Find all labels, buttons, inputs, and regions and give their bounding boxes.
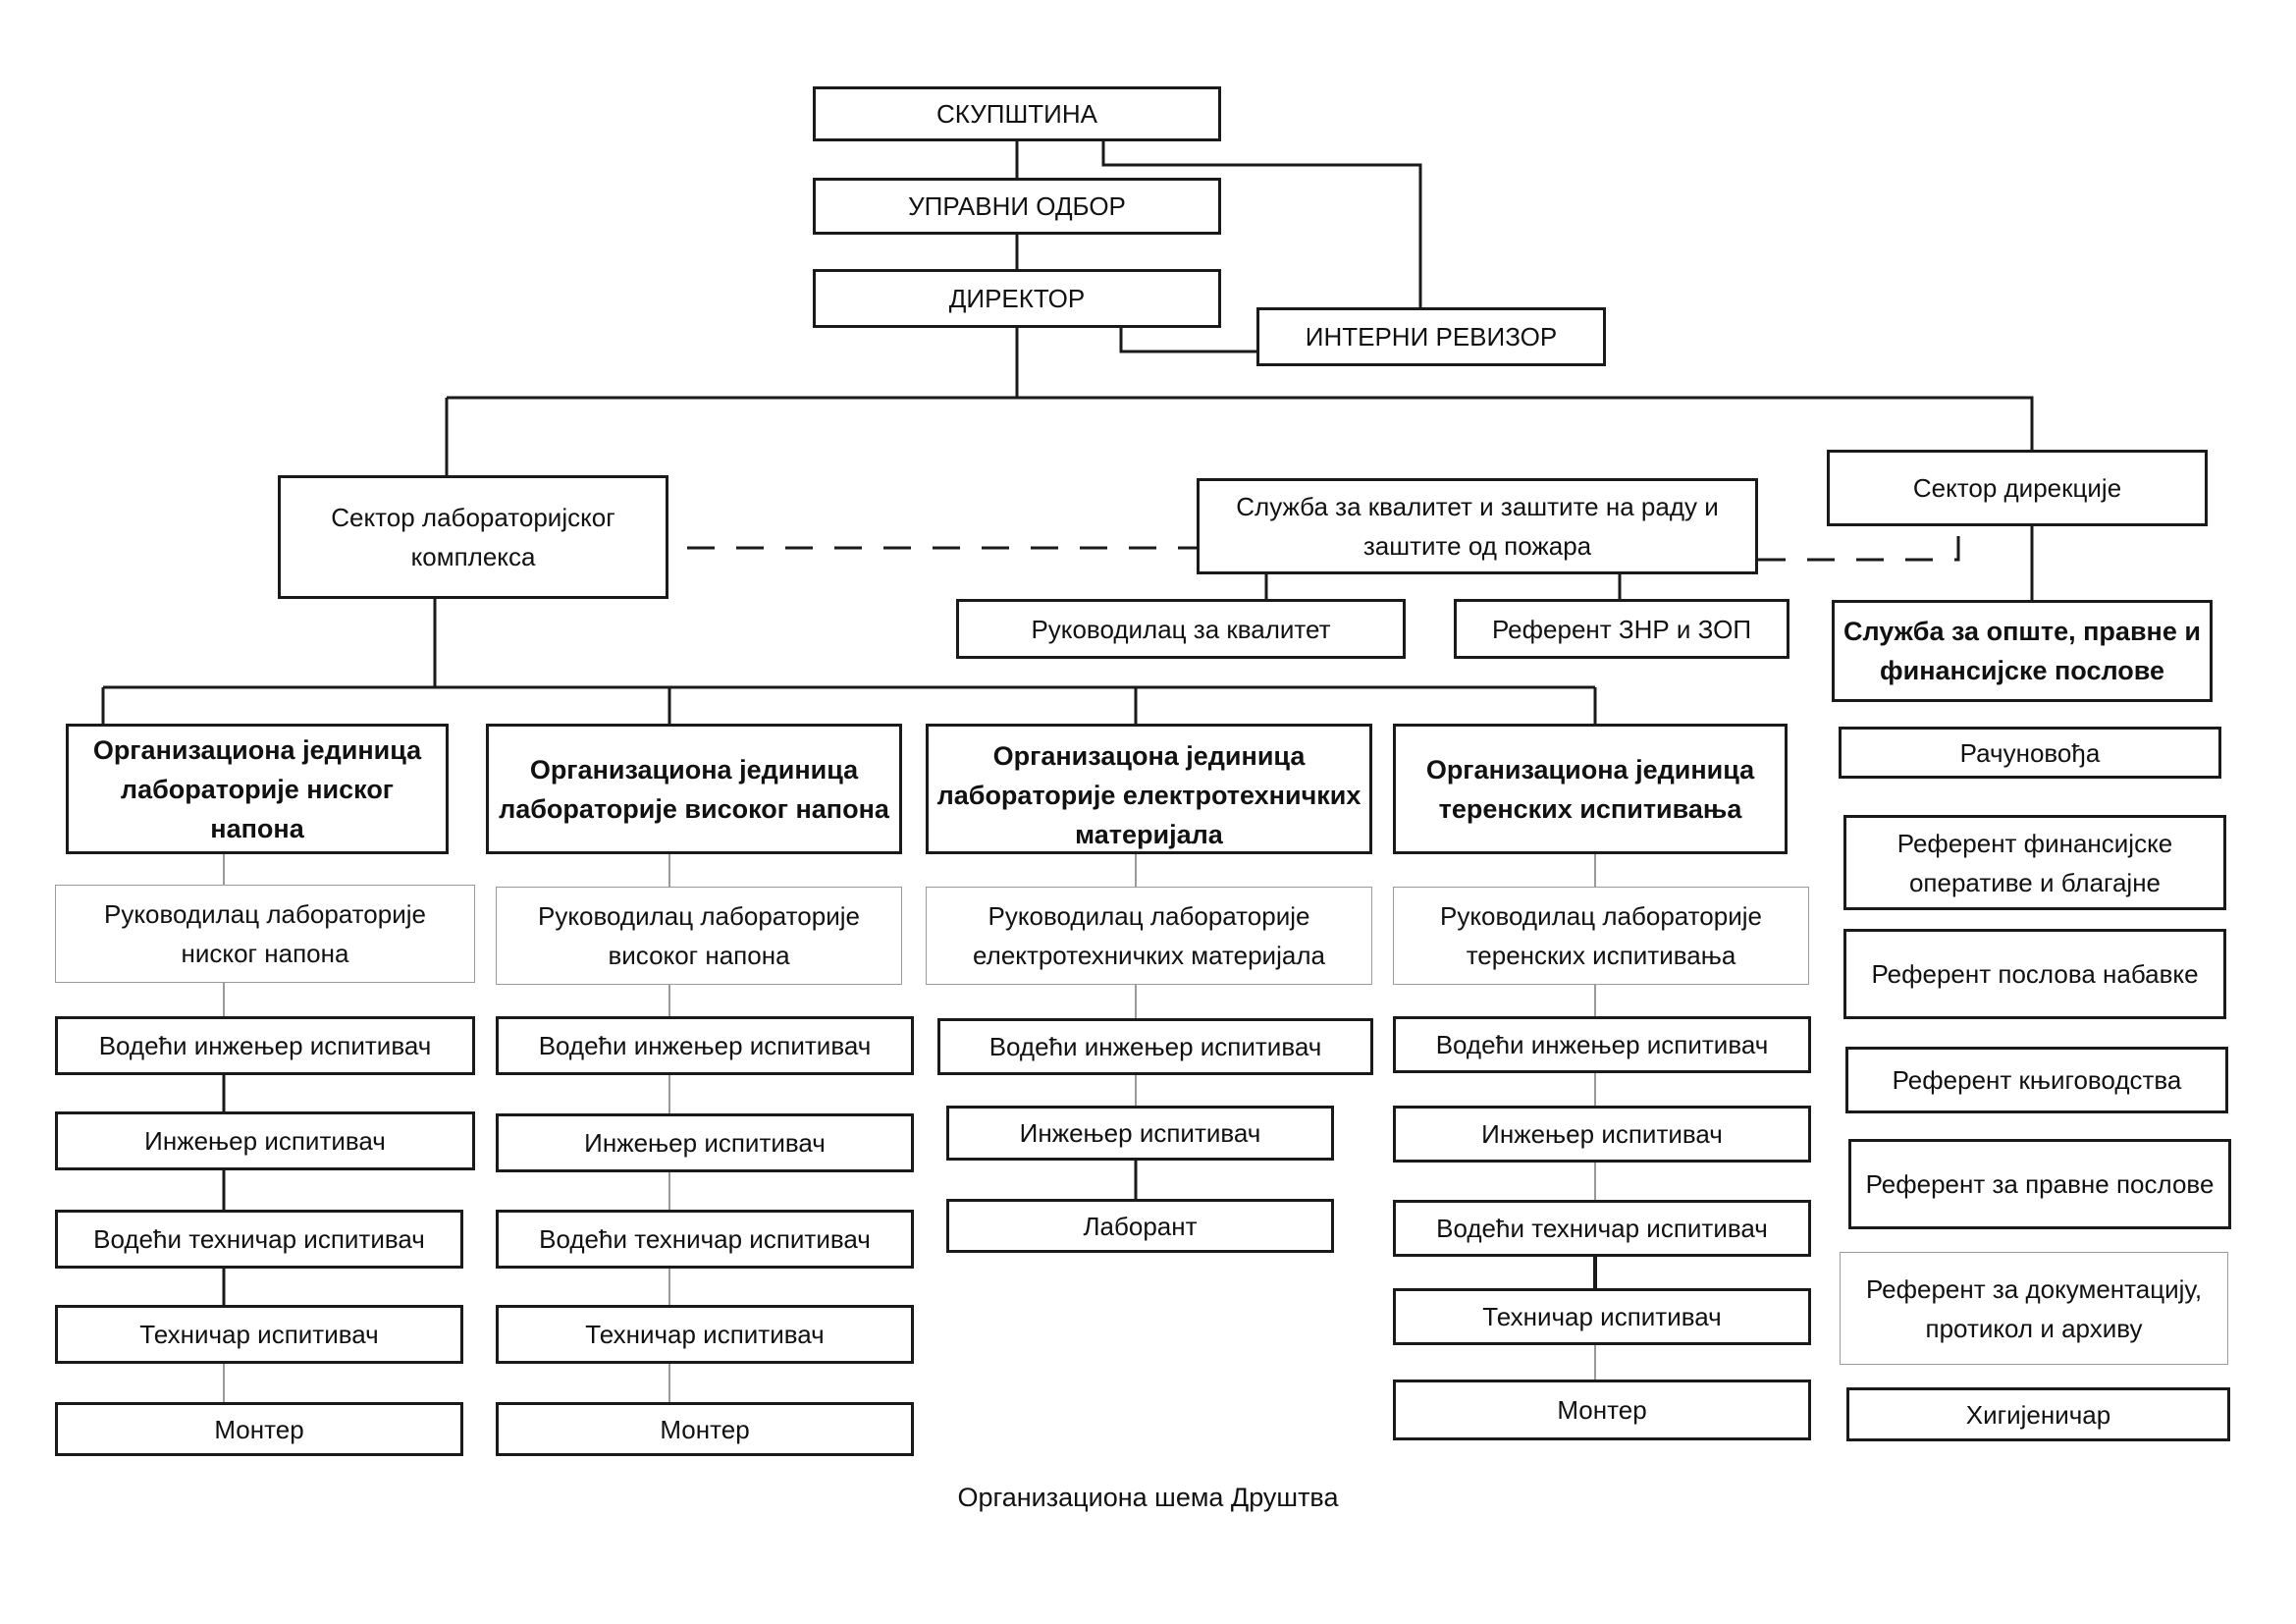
node-nn-vodeci-inzenjer: Водећи инжењер испитивач xyxy=(55,1016,475,1075)
node-ref-knjigovodstva: Референт књиговодства xyxy=(1845,1047,2228,1113)
node-ter-tehnicar: Техничар испитивач xyxy=(1393,1288,1811,1345)
node-nn-rukovodilac: Руководилац лабораторије ниског напона xyxy=(55,885,475,983)
node-oj-elektrotehnickih: Организацона јединица лабораторије елект… xyxy=(926,724,1372,854)
node-nn-tehnicar: Техничар испитивач xyxy=(55,1305,463,1364)
line-skupstina-revizor xyxy=(1101,141,1422,307)
node-oj-visokog-napona: Организациона јединица лабораторије висо… xyxy=(486,724,902,854)
node-higijenicar: Хигијеничар xyxy=(1846,1387,2230,1441)
node-etm-inzenjer: Инжењер испитивач xyxy=(946,1106,1334,1161)
node-vn-tehnicar: Техничар испитивач xyxy=(496,1305,914,1364)
line-direktor-revizor xyxy=(1119,328,1256,353)
node-vn-vodeci-tehnicar: Водећи техничар испитивач xyxy=(496,1210,914,1269)
node-sektor-direkcije: Сектор дирекције xyxy=(1827,450,2208,526)
node-vn-vodeci-inzenjer: Водећи инжењер испитивач xyxy=(496,1016,914,1075)
node-nn-monter: Монтер xyxy=(55,1402,463,1456)
node-referent-znr: Референт ЗНР и ЗОП xyxy=(1454,599,1789,659)
chart-caption: Организациона шема Друштва xyxy=(957,1483,1339,1512)
node-oj-terenskih: Организациона јединица теренских испитив… xyxy=(1393,724,1788,854)
node-skupstina: СКУПШТИНА xyxy=(813,86,1221,141)
node-oj-niskog-napona: Организациона јединица лабораторије ниск… xyxy=(66,724,449,854)
node-ref-finansijske: Референт финансијске оперативе и благајн… xyxy=(1843,815,2226,910)
node-ter-rukovodilac: Руководилац лабораторије теренских испит… xyxy=(1393,887,1809,985)
node-etm-vodeci-inzenjer: Водећи инжењер испитивач xyxy=(937,1018,1373,1075)
line-dashed-sluzba-direkcija xyxy=(1758,526,1960,562)
node-ter-inzenjer: Инжењер испитивач xyxy=(1393,1106,1811,1163)
node-nn-vodeci-tehnicar: Водећи техничар испитивач xyxy=(55,1210,463,1269)
node-ref-pravne: Референт за правне послове xyxy=(1848,1139,2231,1229)
node-direktor: ДИРЕКТОР xyxy=(813,269,1221,328)
node-ref-nabavke: Референт послова набавке xyxy=(1843,929,2226,1019)
node-vn-inzenjer: Инжењер испитивач xyxy=(496,1113,914,1172)
node-interni-revizor: ИНТЕРНИ РЕВИЗОР xyxy=(1256,307,1606,366)
node-etm-rukovodilac: Руководилац лабораторије електротехнички… xyxy=(926,887,1372,985)
node-sluzba-kvalitet: Служба за квалитет и заштите на раду и з… xyxy=(1197,478,1758,574)
node-ter-monter: Монтер xyxy=(1393,1380,1811,1440)
node-nn-inzenjer: Инжењер испитивач xyxy=(55,1111,475,1170)
node-racunovodja: Рачуновођа xyxy=(1839,727,2221,779)
node-etm-laborant: Лаборант xyxy=(946,1199,1334,1253)
node-rukovodilac-kvalitet: Руководилац за квалитет xyxy=(956,599,1406,659)
node-upravni-odbor: УПРАВНИ ОДБОР xyxy=(813,178,1221,235)
node-ter-vodeci-tehnicar: Водећи техничар испитивач xyxy=(1393,1200,1811,1257)
node-sektor-lab: Сектор лабораторијског комплекса xyxy=(278,475,668,599)
node-ref-dokumentaciju: Референт за документацију, протикол и ар… xyxy=(1840,1252,2228,1365)
node-ter-vodeci-inzenjer: Водећи инжењер испитивач xyxy=(1393,1016,1811,1073)
node-sluzba-opste: Служба за опште, правне и финансијске по… xyxy=(1832,600,2213,702)
line-main-horizontal xyxy=(447,396,2034,450)
node-vn-rukovodilac: Руководилац лабораторије високог напона xyxy=(496,887,902,985)
node-vn-monter: Монтер xyxy=(496,1402,914,1456)
